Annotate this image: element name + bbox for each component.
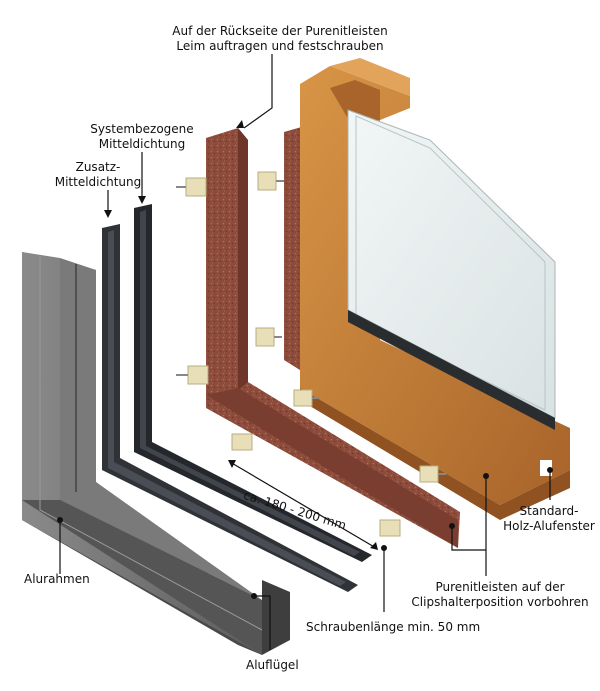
label-extra-line1: Zusatz- <box>75 160 121 174</box>
label-glue-line1: Auf der Rückseite der Purenitleisten <box>172 24 388 38</box>
label-purenit: Purenitleisten auf der Clipshalterpositi… <box>408 580 592 610</box>
clip-holder <box>176 177 207 197</box>
label-alufluegel: Aluflügel <box>246 658 299 672</box>
label-glue-instruction: Auf der Rückseite der Purenitleisten Lei… <box>160 24 400 54</box>
label-purenit-line1: Purenitleisten auf der <box>435 580 565 594</box>
label-purenit-line2: Clipshalterposition vorbohren <box>411 595 589 609</box>
purenit-strip-outer <box>206 128 460 548</box>
label-standard-line1: Standard- <box>519 504 579 518</box>
label-system-line1: Systembezogene <box>90 122 194 136</box>
label-standard-line2: Holz-Alufenster <box>503 519 595 533</box>
leader-lines <box>59 54 551 650</box>
glass-pane <box>347 109 556 430</box>
label-extra-line2: Mitteldichtung <box>54 175 142 189</box>
label-glue-line2: Leim auftragen und festschrauben <box>176 39 384 53</box>
leader-alufluegel <box>254 595 271 650</box>
clip-holder <box>379 519 401 537</box>
clip-holder <box>176 365 209 385</box>
clip-holder <box>257 171 284 191</box>
label-system-line2: Mitteldichtung <box>98 137 186 151</box>
middle-gasket-system <box>134 204 372 562</box>
label-system-gasket: Systembezogene Mitteldichtung <box>82 122 202 152</box>
aluminium-frame <box>22 252 290 655</box>
leader-glue <box>243 54 273 129</box>
clip-holder <box>231 433 253 451</box>
dimension-line <box>229 461 377 549</box>
middle-gasket-extra <box>102 224 358 592</box>
clip-holder <box>255 327 282 347</box>
label-standard-window: Standard- Holz-Alufenster <box>500 504 598 534</box>
label-extra-gasket: Zusatz- Mitteldichtung <box>48 160 148 190</box>
arrow-heads <box>57 120 553 599</box>
label-screw-length: Schraubenlänge min. 50 mm <box>306 620 481 634</box>
clip-holders <box>176 171 446 537</box>
label-alurahmen: Alurahmen <box>24 572 90 586</box>
clip-holder <box>293 389 320 407</box>
clip-holder <box>419 465 446 483</box>
